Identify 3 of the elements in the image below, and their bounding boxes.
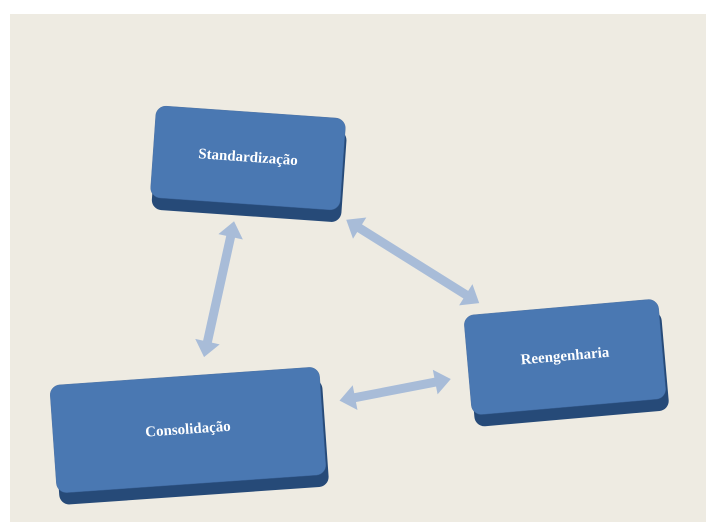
block-box: Standardização <box>150 106 346 222</box>
block-box: Consolidação <box>50 367 329 504</box>
block-box: Reengenharia <box>464 299 669 426</box>
